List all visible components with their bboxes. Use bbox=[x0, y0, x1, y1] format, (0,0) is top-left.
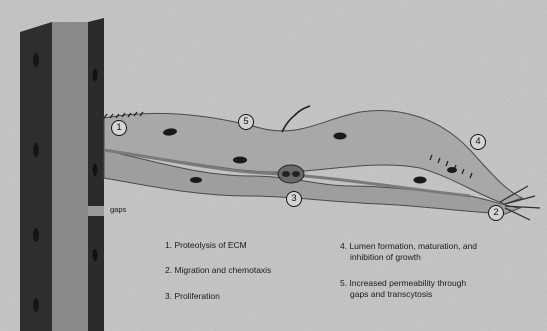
wall-nucleus bbox=[93, 249, 98, 261]
step-marker-2: 2 bbox=[488, 205, 504, 221]
sprout-nucleus bbox=[233, 157, 247, 164]
legend-item-3: 3. Proliferation bbox=[165, 291, 220, 301]
legend-item-1: 1. Proteolysis of ECM bbox=[165, 240, 247, 250]
wall-nucleus bbox=[33, 143, 39, 157]
step-marker-3: 3 bbox=[286, 191, 302, 207]
legend-item-4: 4. Lumen formation, maturation, and bbox=[340, 241, 477, 251]
wall-nucleus bbox=[93, 69, 98, 81]
wall-nucleus bbox=[33, 53, 39, 67]
parent-vessel-lumen bbox=[52, 22, 88, 331]
sprout-nucleus bbox=[190, 177, 202, 183]
legend-item-2: 2. Migration and chemotaxis bbox=[165, 265, 271, 275]
legend-item-4-cont: inhibition of growth bbox=[350, 252, 421, 262]
dividing-cell bbox=[278, 165, 304, 183]
parent-vessel-left-wall bbox=[20, 22, 52, 331]
parent-vessel bbox=[20, 18, 104, 331]
gaps-label: gaps bbox=[110, 205, 126, 214]
vessel-wall-gap bbox=[88, 206, 104, 216]
sprout-nucleus bbox=[414, 177, 427, 184]
wall-nucleus bbox=[33, 298, 39, 312]
wall-nucleus bbox=[33, 228, 39, 242]
legend-item-5-cont: gaps and transcytosis bbox=[350, 289, 432, 299]
step-marker-5: 5 bbox=[238, 114, 254, 130]
wall-nucleus bbox=[93, 164, 98, 176]
sprout-nucleus bbox=[447, 167, 457, 173]
sprout-nucleus bbox=[334, 133, 347, 140]
step-marker-1: 1 bbox=[111, 120, 127, 136]
step-marker-4: 4 bbox=[470, 134, 486, 150]
legend-item-5: 5. Increased permeability through bbox=[340, 278, 466, 288]
